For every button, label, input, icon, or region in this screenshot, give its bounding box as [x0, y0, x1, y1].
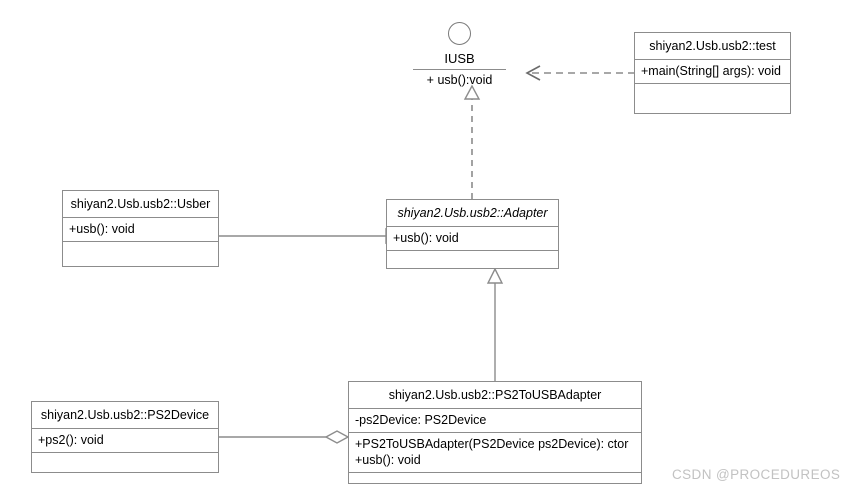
class-box-test[interactable]: shiyan2.Usb.usb2::test +main(String[] ar… [634, 32, 791, 114]
connector-test-to-iusb [525, 65, 635, 81]
class-box-ps2tousbadapter[interactable]: shiyan2.Usb.usb2::PS2ToUSBAdapter -ps2De… [348, 381, 642, 484]
operation-main: +main(String[] args): void [641, 64, 781, 78]
connector-ps2tousbadapter-to-adapter [486, 267, 504, 381]
interface-divider [413, 69, 506, 70]
class-title-usber: shiyan2.Usb.usb2::Usber [63, 191, 218, 218]
class-box-ps2device[interactable]: shiyan2.Usb.usb2::PS2Device +ps2(): void [31, 401, 219, 473]
operation-usb: +usb(): void [393, 231, 459, 245]
class-operations-ps2device: +ps2(): void [32, 429, 218, 453]
interface-circle-icon [448, 22, 471, 45]
class-box-usber[interactable]: shiyan2.Usb.usb2::Usber +usb(): void [62, 190, 219, 267]
operation-usb: +usb(): void [355, 453, 421, 467]
connector-ps2device-to-ps2tousbadapter [219, 430, 350, 444]
class-title-ps2device: shiyan2.Usb.usb2::PS2Device [32, 402, 218, 429]
class-extra-compartment-ps2device [32, 453, 218, 479]
class-title-adapter: shiyan2.Usb.usb2::Adapter [387, 200, 558, 227]
class-extra-compartment-ps2tousbadapter [349, 473, 641, 491]
class-extra-compartment-adapter [387, 251, 558, 277]
connector-adapter-to-iusb [463, 84, 481, 199]
class-title-ps2tousbadapter: shiyan2.Usb.usb2::PS2ToUSBAdapter [349, 382, 641, 409]
interface-iusb[interactable]: IUSB + usb():void [413, 22, 506, 88]
connector-usber-to-adapter [219, 227, 401, 245]
operation-ps2: +ps2(): void [38, 433, 104, 447]
operation-usb: +usb(): void [69, 222, 135, 236]
class-operations-adapter: +usb(): void [387, 227, 558, 251]
class-attributes-ps2tousbadapter: -ps2Device: PS2Device [349, 409, 641, 433]
interface-operation: + usb():void [426, 73, 493, 87]
class-operations-test: +main(String[] args): void [635, 60, 790, 84]
class-extra-compartment-usber [63, 242, 218, 268]
class-extra-compartment-test [635, 84, 790, 113]
class-operations-ps2tousbadapter: +PS2ToUSBAdapter(PS2Device ps2Device): c… [349, 433, 641, 473]
interface-name: IUSB [444, 51, 475, 66]
watermark-text: CSDN @PROCEDUREOS [672, 467, 841, 482]
operation-constructor: +PS2ToUSBAdapter(PS2Device ps2Device): c… [355, 437, 629, 451]
attribute-ps2device: -ps2Device: PS2Device [355, 413, 487, 427]
class-title-test: shiyan2.Usb.usb2::test [635, 33, 790, 60]
class-box-adapter[interactable]: shiyan2.Usb.usb2::Adapter +usb(): void [386, 199, 559, 269]
class-operations-usber: +usb(): void [63, 218, 218, 242]
